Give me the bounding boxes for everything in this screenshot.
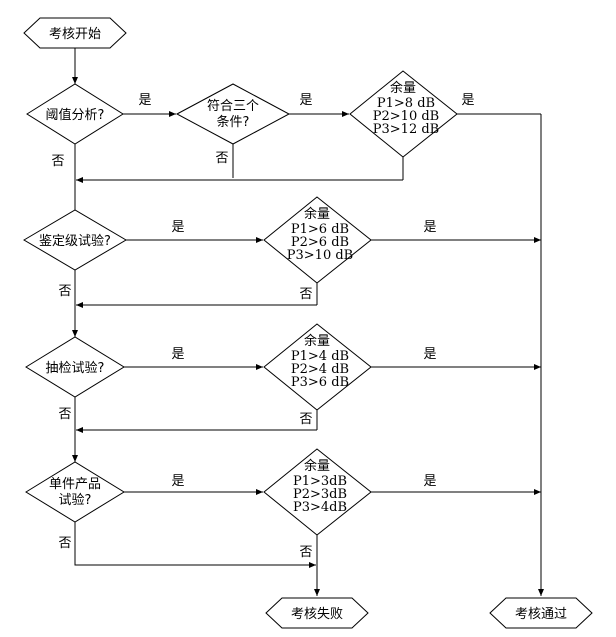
margin-decision-2: 余量 P1>6 dB P2>6 dB P3>10 dB: [263, 196, 372, 284]
fail-label: 考核失败: [291, 607, 343, 622]
condition-line2: 条件?: [217, 114, 250, 130]
no-label-qualification: 否: [58, 284, 71, 299]
no-label-threshold: 否: [51, 154, 64, 169]
arrow-single-no: [74, 522, 316, 568]
margin-3-line-1: P1>4 dB: [291, 349, 349, 364]
margin-title-3: 余量: [304, 333, 330, 349]
start-terminal: 考核开始: [23, 17, 127, 49]
margin-title-2: 余量: [304, 206, 330, 222]
condition-line1: 符合三个: [207, 98, 259, 114]
no-label-sampling: 否: [58, 407, 71, 422]
no-label-margin4: 否: [299, 545, 312, 560]
sampling-question: 抽检试验?: [46, 360, 105, 376]
yes-label-single: 是: [171, 474, 184, 489]
single-question-line2: 试验?: [59, 492, 92, 508]
margin-1-line-2: P2>10 dB: [373, 109, 439, 124]
start-label: 考核开始: [49, 27, 101, 42]
yes-label-threshold: 是: [138, 93, 151, 108]
margin-2-line-1: P1>6 dB: [291, 222, 349, 237]
qualification-question: 鉴定级试验?: [39, 233, 111, 249]
condition-decision: 符合三个 条件?: [175, 83, 291, 145]
connectors: [72, 48, 544, 596]
margin-4-line-2: P2>3dB: [293, 487, 347, 502]
margin-4-line-3: P3>4dB: [293, 500, 347, 515]
margin-1-line-3: P3>12 dB: [373, 122, 439, 137]
pass-label: 考核通过: [515, 607, 567, 622]
margin-title-4: 余量: [304, 458, 330, 474]
fail-terminal: 考核失败: [265, 597, 369, 629]
yes-label-qualification: 是: [171, 220, 184, 235]
margin-4-line-1: P1>3dB: [293, 474, 347, 489]
yes-label-margin1: 是: [461, 93, 474, 108]
margin-3-line-3: P3>6 dB: [291, 375, 349, 390]
margin-2-line-2: P2>6 dB: [291, 235, 349, 250]
single-question-line1: 单件产品: [49, 477, 101, 492]
pass-terminal: 考核通过: [489, 597, 593, 629]
no-label-condition: 否: [215, 151, 228, 166]
margin-title-1: 余量: [390, 80, 416, 96]
margin-decision-4: 余量 P1>3dB P2>3dB P3>4dB: [263, 448, 372, 536]
yes-label-margin2: 是: [423, 220, 436, 235]
threshold-question: 阈值分析?: [46, 107, 105, 123]
yes-label-condition: 是: [299, 93, 312, 108]
margin-decision-1: 余量 P1>8 dB P2>10 dB P3>12 dB: [349, 70, 458, 158]
no-label-single: 否: [58, 536, 71, 551]
margin-3-line-2: P2>4 dB: [291, 362, 349, 377]
qualification-decision: 鉴定级试验?: [23, 209, 127, 271]
branch-labels: 是 是 是 否 否 是 是 否 否 是 是 否 否 是 是 否 否: [51, 93, 474, 560]
margin-decision-3: 余量 P1>4 dB P2>4 dB P3>6 dB: [263, 323, 372, 411]
margin-2-line-3: P3>10 dB: [287, 248, 353, 263]
yes-label-margin4: 是: [423, 474, 436, 489]
single-decision: 单件产品 试验?: [25, 461, 125, 523]
yes-label-sampling: 是: [171, 347, 184, 362]
threshold-decision: 阈值分析?: [26, 83, 124, 145]
yes-label-margin3: 是: [423, 347, 436, 362]
sampling-decision: 抽检试验?: [25, 336, 125, 398]
no-label-margin2: 否: [299, 287, 312, 302]
margin-1-line-1: P1>8 dB: [377, 96, 435, 111]
no-label-margin3: 否: [299, 412, 312, 427]
